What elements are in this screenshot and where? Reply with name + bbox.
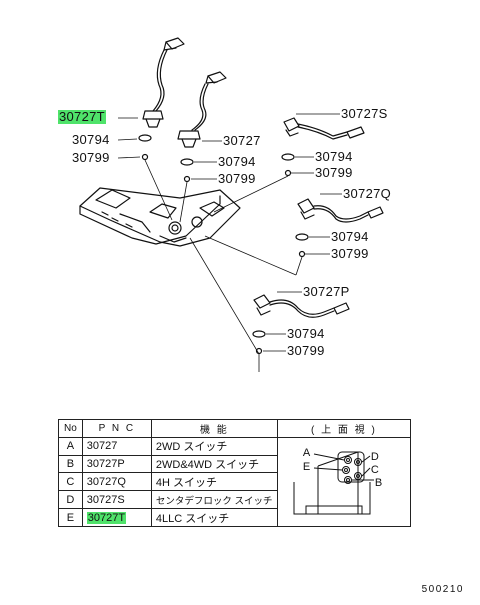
switch-30727Q-drawing (297, 198, 384, 223)
top-view-letter-b: B (374, 476, 383, 489)
row-no: E (58, 508, 83, 527)
switch-30727-drawing (177, 71, 227, 148)
top-view-letter-c: C (370, 463, 380, 476)
row-function: 2WD スイッチ (150, 436, 278, 456)
row-function: 4LLC スイッチ (150, 508, 278, 527)
oring-c (284, 169, 292, 177)
row-no: B (58, 454, 83, 474)
callout-30799-a[interactable]: 30799 (72, 150, 110, 165)
callout-30799-b[interactable]: 30799 (218, 171, 256, 186)
callout-30727S[interactable]: 30727S (341, 106, 388, 121)
row-no: A (58, 436, 83, 456)
row-pnc: 30727Q (81, 472, 152, 492)
leader-lines (117, 113, 342, 372)
transfer-case-housing (79, 187, 241, 247)
switch-spec-table: No P N C 機 能 ( 上 面 視 ) A 30727 2WD スイッチ (58, 419, 412, 528)
top-view-diagram (293, 451, 374, 515)
oring-a (141, 153, 149, 161)
table-row[interactable]: D 30727S センタデフロック スイッチ (58, 490, 411, 510)
row-function: 4H スイッチ (150, 472, 278, 492)
callout-30799-e[interactable]: 30799 (287, 343, 325, 358)
top-view-letter-e: E (302, 460, 311, 473)
switch-30727T-drawing (142, 37, 185, 128)
callout-30727Q[interactable]: 30727Q (343, 186, 392, 201)
table-row[interactable]: A 30727 2WD スイッチ (58, 436, 412, 528)
header-pnc: P N C (81, 419, 152, 438)
callout-30794-c[interactable]: 30794 (315, 149, 353, 164)
callout-30727P[interactable]: 30727P (303, 284, 350, 299)
callout-30727T[interactable]: 30727T (58, 109, 106, 124)
row-pnc: 30727S (81, 490, 152, 510)
callout-30794-a[interactable]: 30794 (72, 132, 110, 147)
switch-30727P-drawing (253, 294, 350, 318)
row-pnc: 30727P (81, 454, 152, 474)
callout-30799-c[interactable]: 30799 (315, 165, 353, 180)
washer-d (295, 233, 309, 241)
row-function: センタデフロック スイッチ (150, 490, 278, 510)
row-no: C (58, 472, 83, 492)
header-function: 機 能 (150, 419, 278, 438)
callout-30799-d[interactable]: 30799 (331, 246, 369, 261)
table-row[interactable]: E 30727T 4LLC スイッチ (58, 508, 411, 527)
washer-a (138, 134, 152, 142)
header-top-view: ( 上 面 視 ) (276, 419, 412, 438)
switch-30727S-drawing (283, 117, 365, 140)
figure-number: 500210 (421, 584, 464, 595)
top-view-cell: A E D C B (276, 436, 412, 528)
table-header-row: No P N C 機 能 ( 上 面 視 ) (58, 419, 412, 438)
top-view-letter-d: D (370, 450, 380, 463)
callout-30727[interactable]: 30727 (223, 133, 261, 148)
oring-b (183, 175, 191, 183)
callout-30794-e[interactable]: 30794 (287, 326, 325, 341)
washer-e (252, 330, 266, 338)
row-no: D (58, 490, 83, 510)
header-no: No (58, 419, 83, 438)
oring-d (298, 250, 306, 258)
callout-30794-b[interactable]: 30794 (218, 154, 256, 169)
washer-b (180, 158, 194, 166)
row-function: 2WD&4WD スイッチ (150, 454, 278, 474)
top-view-letter-a: A (302, 446, 311, 459)
pnc-highlight: 30727T (86, 511, 127, 524)
row-pnc-highlighted: 30727T (81, 508, 152, 527)
washer-c (281, 153, 295, 161)
row-pnc: 30727 (81, 436, 152, 456)
callout-30794-d[interactable]: 30794 (331, 229, 369, 244)
